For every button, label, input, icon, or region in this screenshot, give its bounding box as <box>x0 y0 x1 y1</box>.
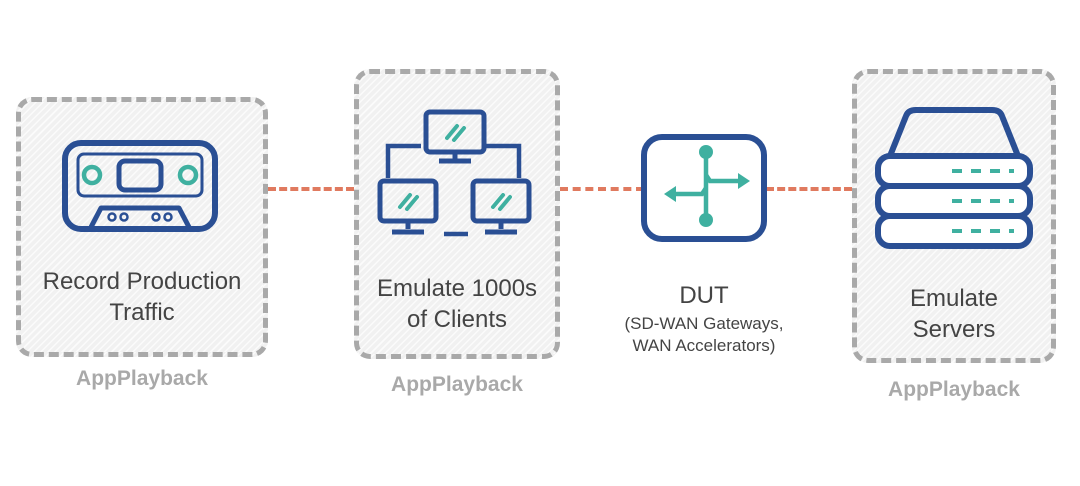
clients-node-box <box>354 69 560 359</box>
clients-node-label: Emulate 1000s of Clients <box>376 275 538 333</box>
dut-title: DUT <box>679 282 729 309</box>
record-node-label: Record Production Traffic <box>42 268 242 326</box>
clients-node-caption: AppPlayback <box>391 373 523 396</box>
dut-subtitle: (SD-WAN Gateways, WAN Accelerators) <box>624 314 784 355</box>
connector-dut-to-servers <box>766 187 852 191</box>
router-arrows-icon <box>641 134 767 242</box>
connector-clients-to-dut <box>560 187 644 191</box>
cassette-tape-icon <box>62 140 218 232</box>
servers-node-caption: AppPlayback <box>888 378 1020 401</box>
networked-monitors-icon <box>377 109 532 237</box>
connector-record-to-clients <box>268 187 354 191</box>
servers-node-label: Emulate Servers <box>909 285 999 343</box>
record-node-caption: AppPlayback <box>76 367 208 390</box>
server-stack-icon <box>875 107 1033 249</box>
